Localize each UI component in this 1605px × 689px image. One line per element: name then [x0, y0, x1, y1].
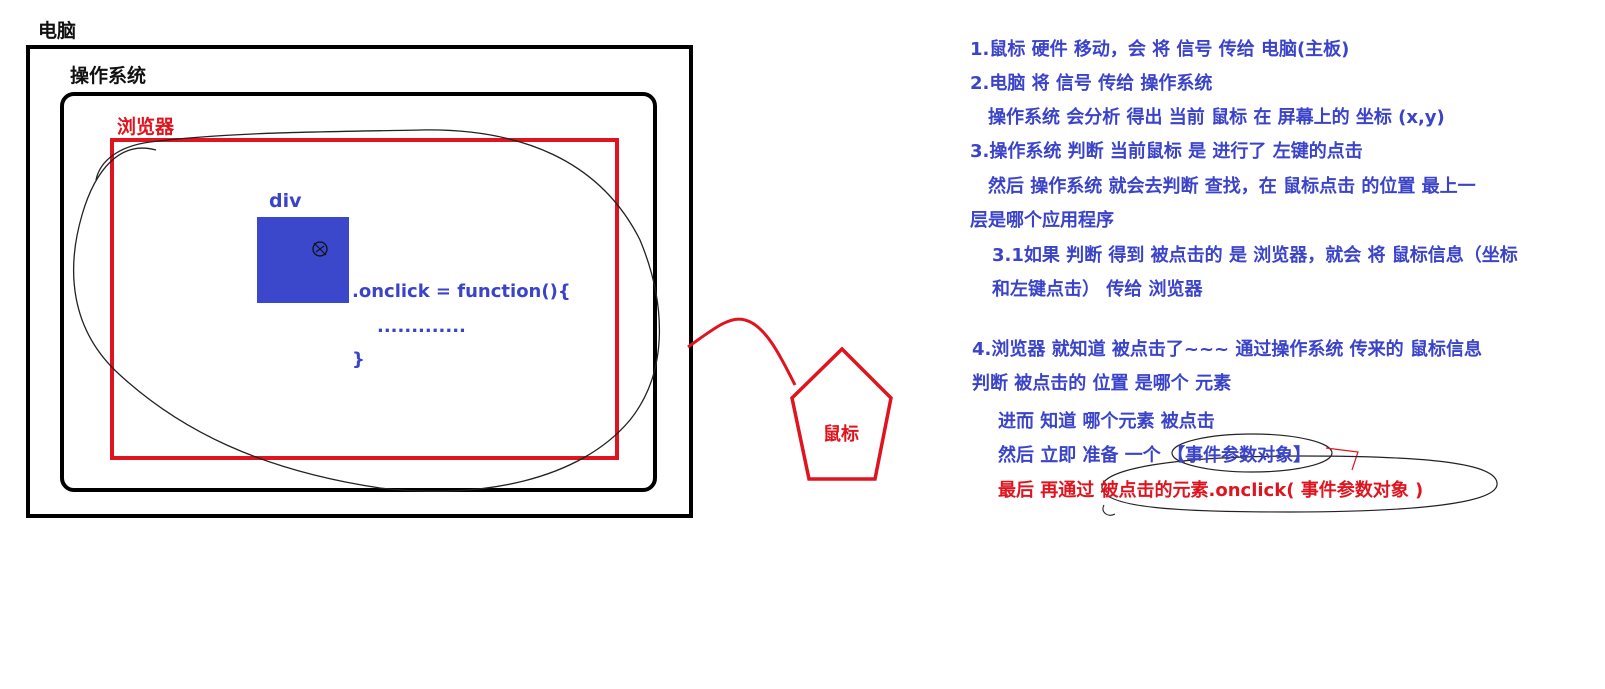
browser-box — [110, 138, 619, 460]
code-body-dots: ............. — [377, 316, 466, 337]
computer-label: 电脑 — [38, 20, 77, 42]
div-element-square — [257, 217, 349, 303]
computer-box — [26, 45, 693, 518]
browser-label: 浏览器 — [117, 116, 175, 138]
note-line-2: 2.电脑 将 信号 传给 操作系统 — [970, 73, 1213, 94]
note-line-4: 3.操作系统 判断 当前鼠标 是 进行了 左键的点击 — [970, 141, 1363, 162]
note-line-11: 进而 知道 哪个元素 被点击 — [998, 411, 1215, 432]
os-label: 操作系统 — [70, 65, 147, 87]
note-line-1: 1.鼠标 硬件 移动，会 将 信号 传给 电脑(主板) — [970, 39, 1350, 60]
note-line-8: 和左键点击） 传给 浏览器 — [992, 279, 1203, 300]
freehand-ellipse-browser — [73, 129, 661, 492]
note-line-12: 然后 立即 准备 一个 【事件参数对象】 — [998, 445, 1312, 466]
os-box — [60, 92, 657, 492]
note-line-6: 层是哪个应用程序 — [970, 210, 1114, 231]
mouse-pentagon-icon — [790, 346, 893, 481]
note-line-3: 操作系统 会分析 得出 当前 鼠标 在 屏幕上的 坐标 (x,y) — [988, 107, 1445, 128]
mouse-cable — [687, 317, 797, 386]
note-line-5: 然后 操作系统 就会去判断 查找，在 鼠标点击 的位置 最上一 — [988, 176, 1476, 197]
note-line-10: 判断 被点击的 位置 是哪个 元素 — [972, 373, 1232, 394]
final-call-highlight-ellipse — [1101, 455, 1498, 513]
note-line-7: 3.1如果 判断 得到 被点击的 是 浏览器，就会 将 鼠标信息（坐标 — [992, 245, 1518, 266]
note-line-9: 4.浏览器 就知道 被点击了~~~ 通过操作系统 传来的 鼠标信息 — [972, 339, 1482, 360]
mouse-label: 鼠标 — [823, 424, 859, 445]
code-onclick-line: .onclick = function(){ — [352, 281, 571, 302]
div-label: div — [269, 190, 302, 212]
event-object-highlight-ellipse — [1171, 433, 1333, 473]
code-closing-brace: } — [352, 349, 365, 370]
note-line-13: 最后 再通过 被点击的元素.onclick( 事件参数对象 ) — [998, 480, 1424, 501]
cursor-doodle-icon — [312, 241, 328, 257]
